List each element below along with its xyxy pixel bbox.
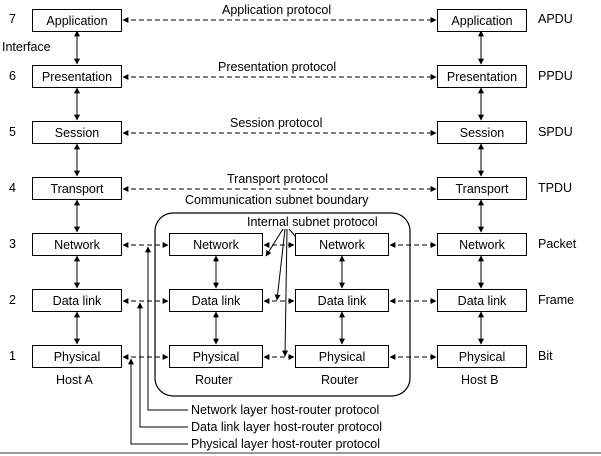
host-a-session: Session xyxy=(32,121,122,144)
host-a-network: Network xyxy=(32,233,122,256)
layer-number-1: 1 xyxy=(9,349,16,363)
layer-number-5: 5 xyxy=(9,125,16,139)
host-a-label: Host A xyxy=(56,373,93,387)
host-b-network: Network xyxy=(437,233,527,256)
transport-protocol-label: Transport protocol xyxy=(227,172,328,186)
presentation-protocol-label: Presentation protocol xyxy=(218,60,337,74)
router-1-physical: Physical xyxy=(169,345,263,368)
host-b-application: Application xyxy=(437,9,527,32)
network-host-router-protocol-label: Network layer host-router protocol xyxy=(191,403,380,417)
host-b-label: Host B xyxy=(461,373,499,387)
host-a-application: Application xyxy=(32,9,122,32)
pdu-tpdu: TPDU xyxy=(538,181,573,195)
host-router-pointers xyxy=(128,246,188,445)
peer-protocol-arrows xyxy=(122,17,437,192)
layer-number-7: 7 xyxy=(9,12,16,26)
host-b-data-link: Data link xyxy=(437,289,527,312)
host-b-transport: Transport xyxy=(437,177,527,200)
layer-number-4: 4 xyxy=(9,181,16,195)
router-1-data-link: Data link xyxy=(169,289,263,312)
host-a-physical: Physical xyxy=(32,345,122,368)
application-protocol-label: Application protocol xyxy=(222,3,332,17)
pdu-bit: Bit xyxy=(538,349,553,363)
router-1-network: Network xyxy=(169,233,263,256)
pdu-ppdu: PPDU xyxy=(538,69,573,83)
host-a-presentation: Presentation xyxy=(32,65,122,88)
pdu-packet: Packet xyxy=(538,237,577,251)
router-2-physical: Physical xyxy=(295,345,389,368)
host-b-presentation: Presentation xyxy=(437,65,527,88)
subnet-boundary xyxy=(154,212,411,397)
layer-number-6: 6 xyxy=(9,69,16,83)
host-a-transport: Transport xyxy=(32,177,122,200)
router-1-label: Router xyxy=(195,373,233,387)
session-protocol-label: Session protocol xyxy=(230,116,323,130)
pdu-spdu: SPDU xyxy=(538,125,573,139)
interface-label: Interface xyxy=(2,40,51,54)
subnet-protocol-arrows xyxy=(122,242,437,360)
pdu-frame: Frame xyxy=(538,293,575,307)
layer-number-3: 3 xyxy=(9,237,16,251)
host-b-session: Session xyxy=(437,121,527,144)
router-interface-arrows xyxy=(213,255,345,345)
physical-host-router-protocol-label: Physical layer host-router protocol xyxy=(191,437,380,451)
host-b-physical: Physical xyxy=(437,345,527,368)
layer-number-2: 2 xyxy=(9,293,16,307)
data-link-host-router-protocol-label: Data link layer host-router protocol xyxy=(191,420,383,434)
host-a-data-link: Data link xyxy=(32,289,122,312)
subnet-boundary-label: Communication subnet boundary xyxy=(185,193,369,207)
router-2-network: Network xyxy=(295,233,389,256)
router-2-data-link: Data link xyxy=(295,289,389,312)
internal-subnet-protocol-label: Internal subnet protocol xyxy=(247,215,378,229)
router-2-label: Router xyxy=(321,373,359,387)
pdu-apdu: APDU xyxy=(538,12,573,26)
